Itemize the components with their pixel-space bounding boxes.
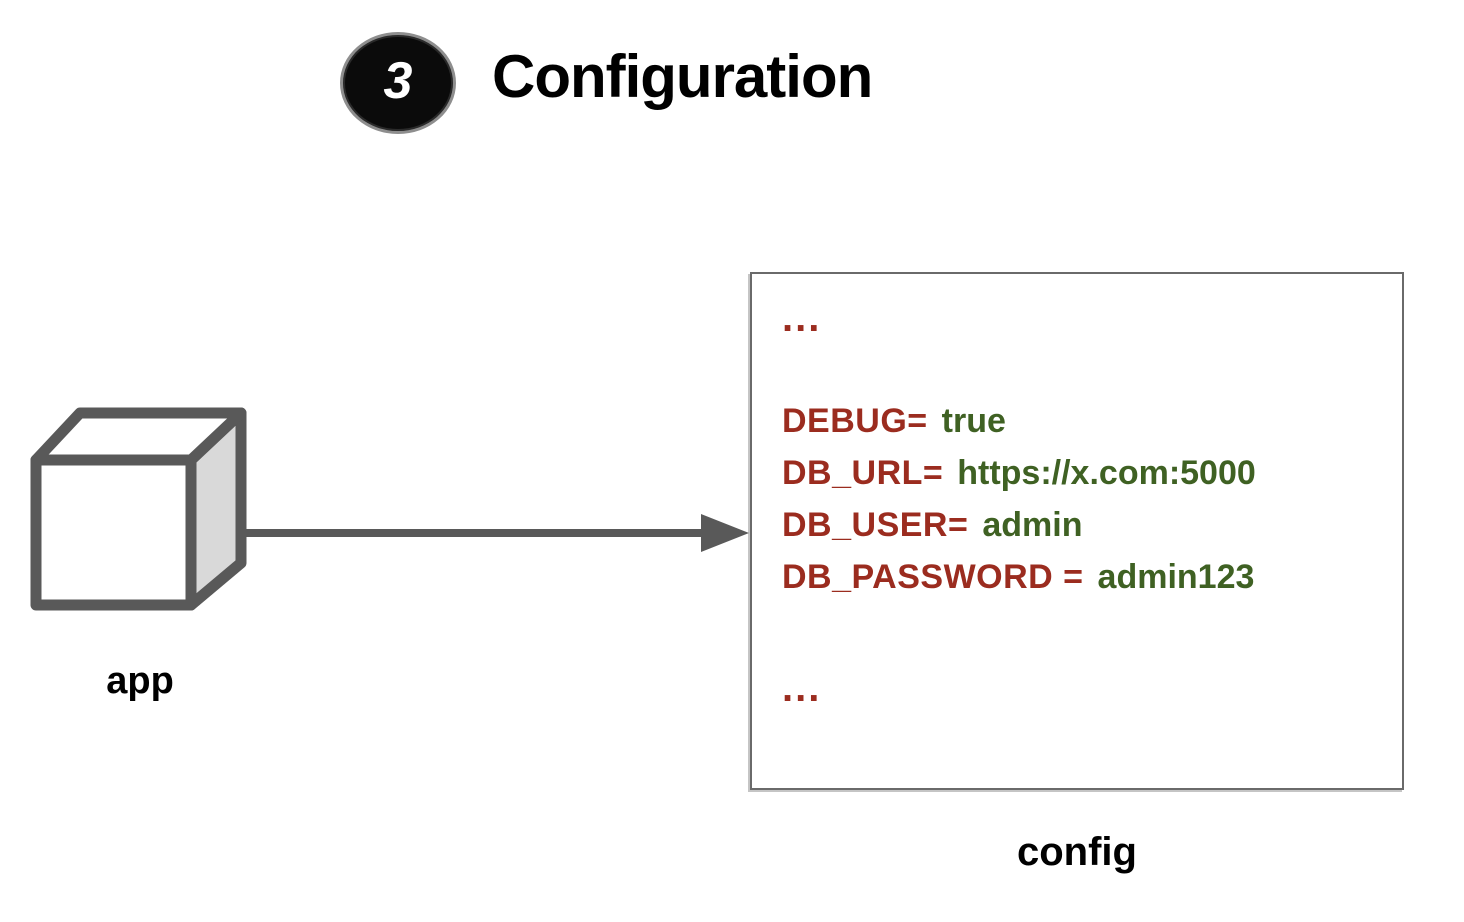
config-box: ... DEBUG= true DB_URL= https://x.com:5000… [750, 272, 1404, 790]
config-entries: DEBUG= true DB_URL= https://x.com:5000 DB_… [782, 402, 1256, 610]
config-value: true [941, 402, 1006, 440]
config-entry-debug: DEBUG= true [782, 402, 1256, 454]
config-value: admin123 [1097, 558, 1255, 596]
arrow-right-icon [243, 514, 749, 552]
config-key: DB_USER= [782, 506, 969, 544]
page-title: Configuration [492, 43, 873, 110]
arrow-head [701, 514, 749, 552]
config-key: DB_URL= [782, 454, 944, 492]
config-entry-db-user: DB_USER= admin [782, 506, 1256, 558]
config-value: admin [982, 506, 1083, 544]
step-number: 3 [383, 52, 413, 110]
app-node-label: app [106, 660, 174, 702]
config-key: DEBUG= [782, 402, 928, 440]
config-entry-db-url: DB_URL= https://x.com:5000 [782, 454, 1256, 506]
config-entry-db-password: DB_PASSWORD = admin123 [782, 558, 1256, 610]
config-value: https://x.com:5000 [957, 454, 1256, 492]
config-ellipsis-bottom: ... [782, 666, 822, 710]
cube-icon [30, 407, 247, 611]
config-box-label: config [1017, 830, 1137, 874]
config-ellipsis-top: ... [782, 296, 822, 340]
cube-front-face [30, 454, 197, 611]
config-key: DB_PASSWORD = [782, 558, 1084, 596]
step-badge: 3 [340, 32, 456, 134]
